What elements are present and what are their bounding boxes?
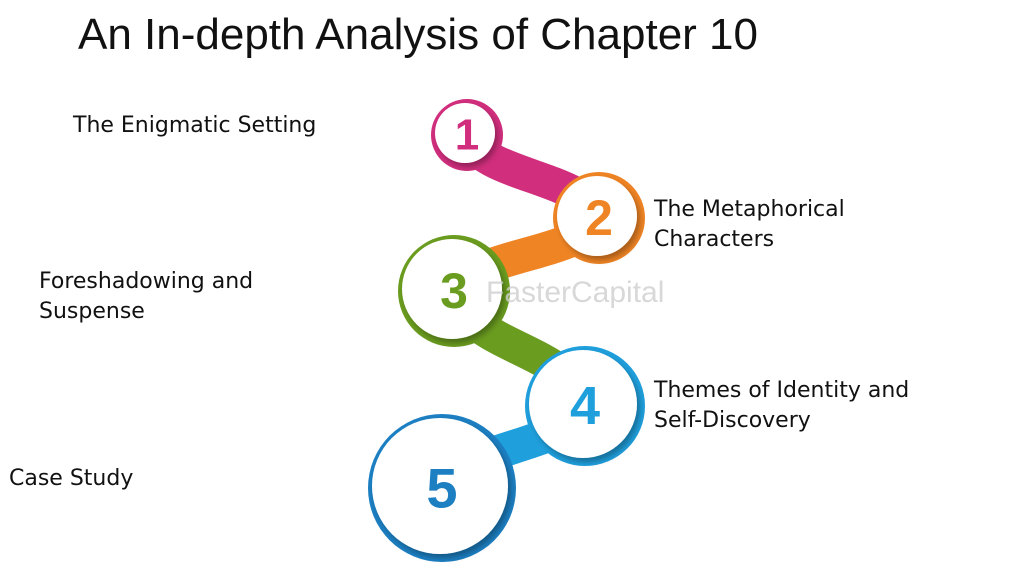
step-4-inner [529,350,637,458]
step-5-label-text: Case Study [9,466,134,491]
step-2-label-line2: Characters [654,227,775,252]
step-4-label-line2: Self-Discovery [654,408,811,433]
step-3-label-line1: Foreshadowing and [39,269,254,294]
page-title: An In-depth Analysis of Chapter 10 [78,10,758,59]
step-5-number: 5 [426,457,457,520]
step-1-label: The Enigmatic Setting [73,111,316,141]
step-5-label: Case Study [9,464,133,494]
step-3-circle: 3 [398,235,510,347]
step-3-number: 3 [440,263,468,319]
step-2-label-line1: The Metaphorical [654,197,845,222]
step-2-inner [557,176,637,256]
watermark: FasterCapital [486,276,664,309]
step-4-circle: 4 [525,346,645,466]
step-2-number: 2 [585,190,613,246]
step-5-inner [372,418,508,554]
step-5-circle: 5 [368,414,516,562]
step-1-inner [435,103,495,163]
step-3-label-line2: Suspense [39,299,145,324]
step-4-label-line1: Themes of Identity and [654,378,910,403]
step-1-label-text: The Enigmatic Setting [73,113,317,138]
step-1-number: 1 [455,111,479,160]
step-2-circle: 2 [553,172,645,264]
step-4-number: 4 [570,376,600,436]
step-1-circle: 1 [431,99,503,171]
step-3-inner [402,239,502,339]
